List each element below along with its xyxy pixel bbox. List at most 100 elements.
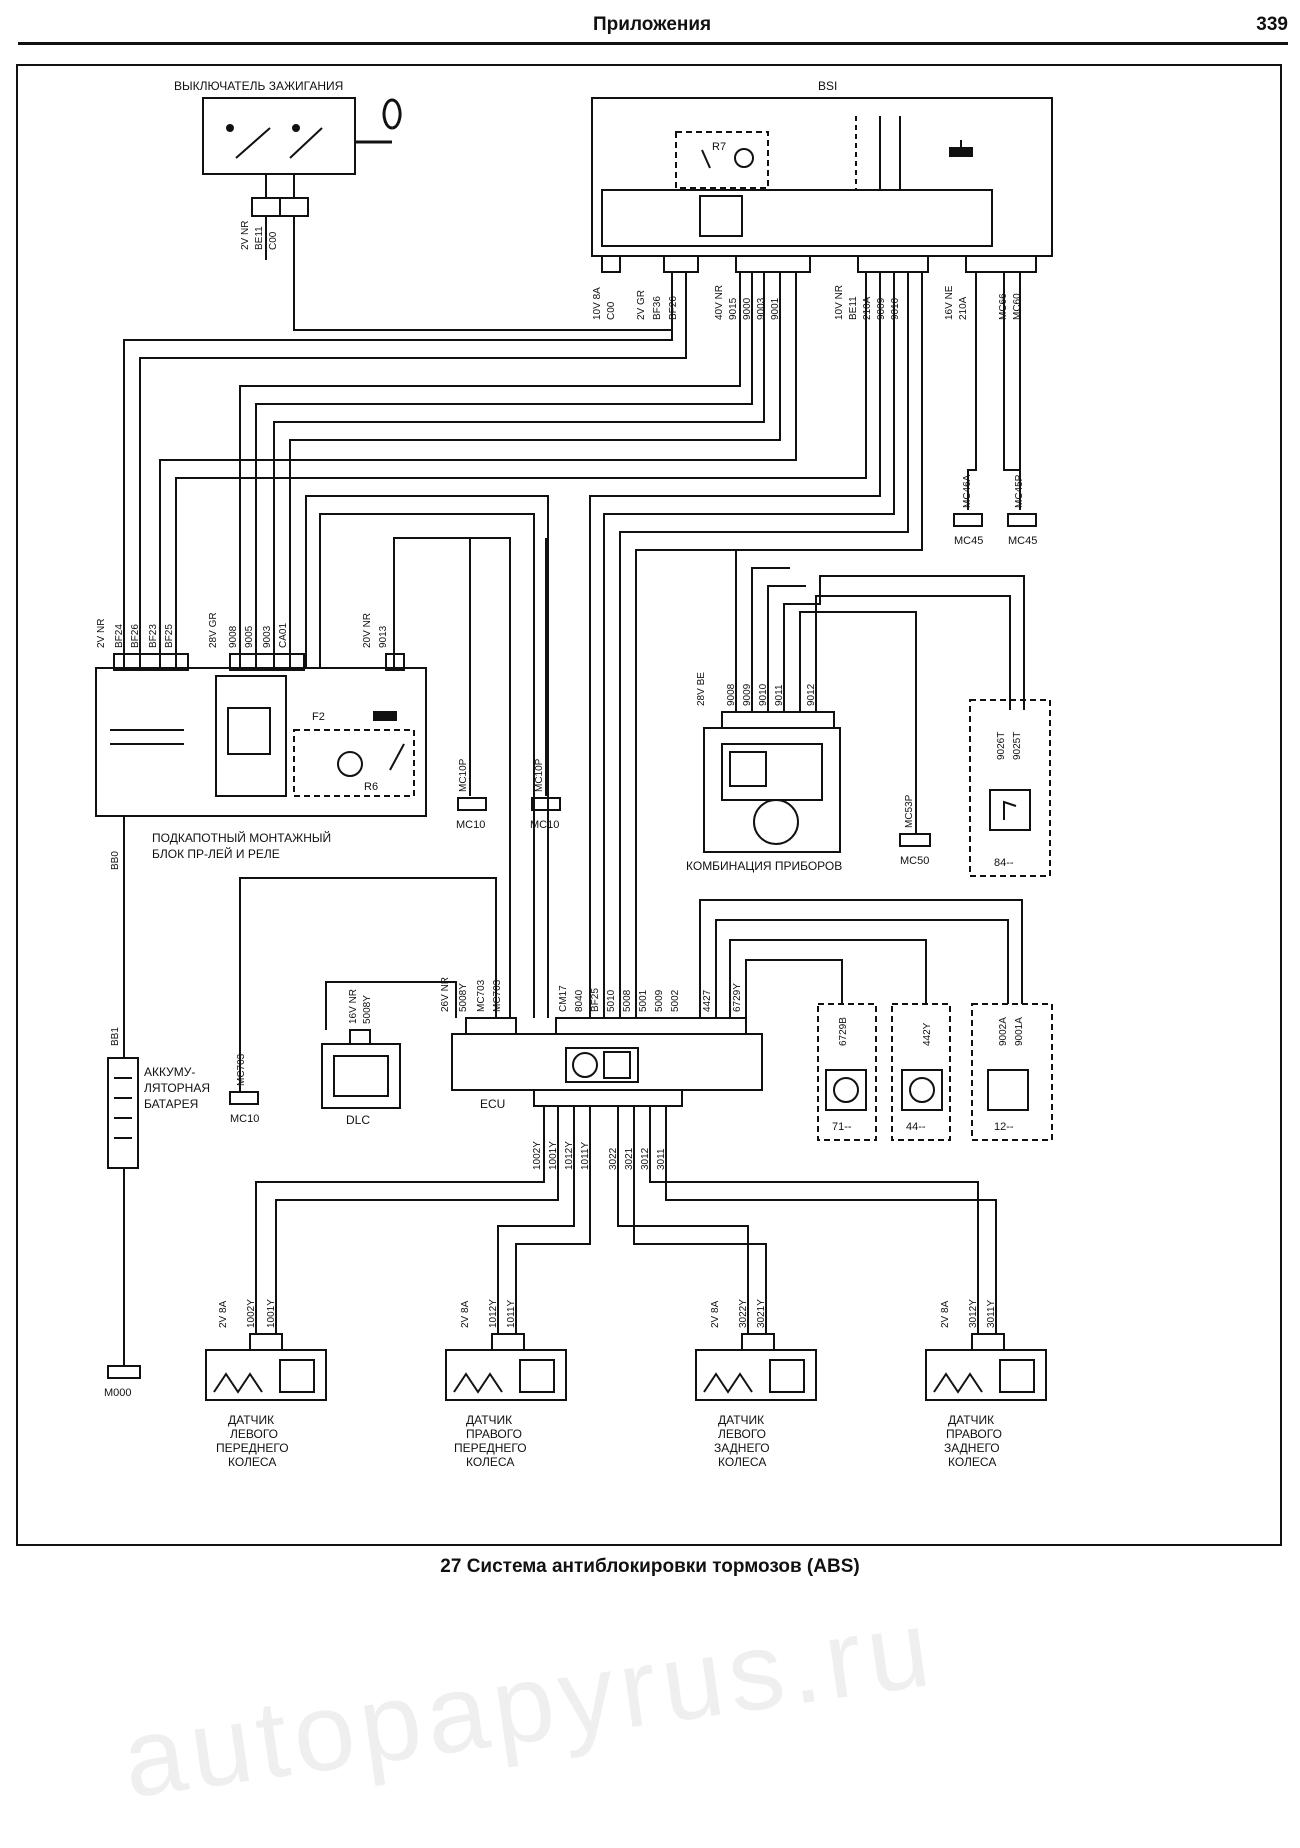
wire-dlc: 5008Y: [362, 995, 373, 1024]
wire-ecu-b-3: BF25: [590, 988, 601, 1012]
wire-s-rr: 2V 8A: [940, 1300, 951, 1328]
wire-s-rr-1: 3012Y: [968, 1299, 979, 1328]
ground-mc10c-label: MC10: [230, 1113, 259, 1125]
wiring-diagram: ВЫКЛЮЧАТЕЛЬ ЗАЖИГАНИЯ BSI R7 ПОДКАПОТНЫЙ…: [95, 79, 1053, 1469]
wire-bsi-e: 16V NE: [944, 285, 955, 320]
ground-mc45: [953, 513, 1037, 527]
wire-ic-2: 9009: [742, 683, 753, 706]
dlc-connector: [321, 1029, 401, 1109]
bsi-unit: [591, 97, 1053, 273]
wire-bsi-d: 10V NR: [834, 285, 845, 320]
label-ecu: ECU: [480, 1097, 505, 1111]
wire-fb-c-1: 9013: [378, 625, 389, 648]
wire-bsi-a: 10V 8A: [592, 287, 603, 320]
wire-bsi-b-1: BF36: [652, 296, 663, 320]
wire-bsi-b: 2V GR: [636, 290, 647, 320]
wire-ind-c-1: 9002A: [998, 1017, 1009, 1046]
wire-fb-a: 2V NR: [96, 619, 107, 648]
wire-ign-color: 2V NR: [240, 221, 251, 250]
wire-fb-a-2: BF26: [130, 624, 141, 648]
ground-mc10a-label: MC10: [456, 819, 485, 831]
wire-ic-1: 9008: [726, 683, 737, 706]
ground-m000-label: M000: [104, 1387, 132, 1399]
wire-ind-b: 442Y: [922, 1022, 933, 1046]
label-sensor-rr-2: ПРАВОГО: [946, 1427, 1002, 1441]
watermark: autopapyrus.ru: [115, 1585, 943, 1822]
ground-mc45a-label: MC45: [954, 535, 983, 547]
wire-fb-a-3: BF23: [148, 624, 159, 648]
wire-s-fr: 2V 8A: [460, 1300, 471, 1328]
wire-ecu-c-3: 1012Y: [564, 1141, 575, 1170]
label-sensor-fl-3: ПЕРЕДНЕГО: [216, 1441, 289, 1455]
label-sensor-fr-4: КОЛЕСА: [466, 1455, 514, 1469]
wire-bsi-d-2: 210A: [862, 296, 873, 320]
wire-mc45a: MC46A: [962, 474, 973, 508]
wire-bsi-d-3: 9009: [876, 297, 887, 320]
label-sensor-fr-2: ПРАВОГО: [466, 1427, 522, 1441]
wire-ecu-a-2: MC703: [476, 979, 487, 1012]
wire-s-fr-1: 1012Y: [488, 1299, 499, 1328]
label-sensor-fr-3: ПЕРЕДНЕГО: [454, 1441, 527, 1455]
label-sensor-fl-1: ДАТЧИК: [228, 1413, 274, 1427]
wire-ecu-b-8: 5002: [670, 989, 681, 1012]
wire-bsi-b-2: BF26: [668, 296, 679, 320]
label-sensor-rr-4: КОЛЕСА: [948, 1455, 996, 1469]
label-bsi: BSI: [818, 79, 837, 93]
instrument-cluster: [703, 549, 1025, 853]
wire-s-rl-2: 3021Y: [756, 1299, 767, 1328]
page-header: Приложения 339: [18, 10, 1288, 45]
wire-ecu-c-1: 1002Y: [532, 1141, 543, 1170]
wire-bsi-c: 40V NR: [714, 285, 725, 320]
label-sensor-fl-2: ЛЕВОГО: [230, 1427, 278, 1441]
wire-ecu-c-6: 3021: [624, 1147, 635, 1170]
page-number: 339: [1256, 14, 1288, 35]
wire-fb-a-4: BF25: [164, 624, 175, 648]
wire-bsi-d-1: BE11: [848, 296, 859, 320]
indicator-a-code: 71--: [832, 1121, 852, 1133]
wire-bsi-d-4: 9010: [890, 297, 901, 320]
wire-ecu-b-10: 6729Y: [732, 983, 743, 1012]
bsi-harness: [123, 272, 1021, 1018]
wheel-sensors: [205, 1333, 1047, 1401]
label-relay-r6: R6: [364, 781, 378, 793]
label-fuse-box: ПОДКАПОТНЫЙ МОНТАЖНЫЙ: [152, 830, 331, 845]
buzzer-code: 84--: [994, 857, 1014, 869]
wire-ign-2: C00: [268, 231, 279, 250]
wire-fb-c: 20V NR: [362, 613, 373, 648]
wire-ic-3: 9010: [758, 683, 769, 706]
wire-mc50: MC53P: [904, 794, 915, 828]
label-relay-r7: R7: [712, 141, 726, 153]
abs-ecu: [451, 1017, 763, 1107]
wire-fb-b: 28V GR: [208, 612, 219, 648]
wire-s-rr-2: 3011Y: [986, 1299, 997, 1328]
wire-ecu-a-1: 5008Y: [458, 983, 469, 1012]
wire-ic: 28V BE: [696, 672, 707, 706]
label-battery-3: БАТАРЕЯ: [144, 1097, 198, 1111]
wire-ecu-c-7: 3012: [640, 1147, 651, 1170]
wire-s-rl-1: 3022Y: [738, 1299, 749, 1328]
indicator-b-code: 44--: [906, 1121, 926, 1133]
label-sensor-rl-4: КОЛЕСА: [718, 1455, 766, 1469]
wire-buzzer-2: 9025T: [1012, 732, 1023, 760]
label-fuse-box-2: БЛОК ПР-ЛЕЙ И РЕЛЕ: [152, 846, 280, 861]
wire-ecu-b-7: 5009: [654, 989, 665, 1012]
wire-ecu-b-4: 5010: [606, 989, 617, 1012]
wire-fb-b-2: 9005: [244, 625, 255, 648]
label-sensor-rl-2: ЛЕВОГО: [718, 1427, 766, 1441]
label-instrument-cluster: КОМБИНАЦИЯ ПРИБОРОВ: [686, 859, 842, 873]
header-title: Приложения: [593, 14, 712, 35]
wire-fb-b-1: 9008: [228, 625, 239, 648]
wire-fb-b-4: CA01: [278, 623, 289, 648]
wire-ecu-b-5: 5008: [622, 989, 633, 1012]
wire-ic-4: 9011: [774, 684, 785, 706]
diagram-frame: [16, 64, 1282, 1546]
indicator-c-code: 12--: [994, 1121, 1014, 1133]
wire-ecu-c-4: 1011Y: [580, 1141, 591, 1170]
label-sensor-rr-1: ДАТЧИК: [948, 1413, 994, 1427]
wire-bsi-c-2: 9000: [742, 297, 753, 320]
wire-ecu-a-3: MC703: [492, 979, 503, 1012]
wire-bsi-e-2: MC66: [998, 293, 1009, 320]
wire-battery-2: BB1: [110, 1027, 121, 1046]
label-sensor-rl-1: ДАТЧИК: [718, 1413, 764, 1427]
ground-mc10b-label: MC10: [530, 819, 559, 831]
